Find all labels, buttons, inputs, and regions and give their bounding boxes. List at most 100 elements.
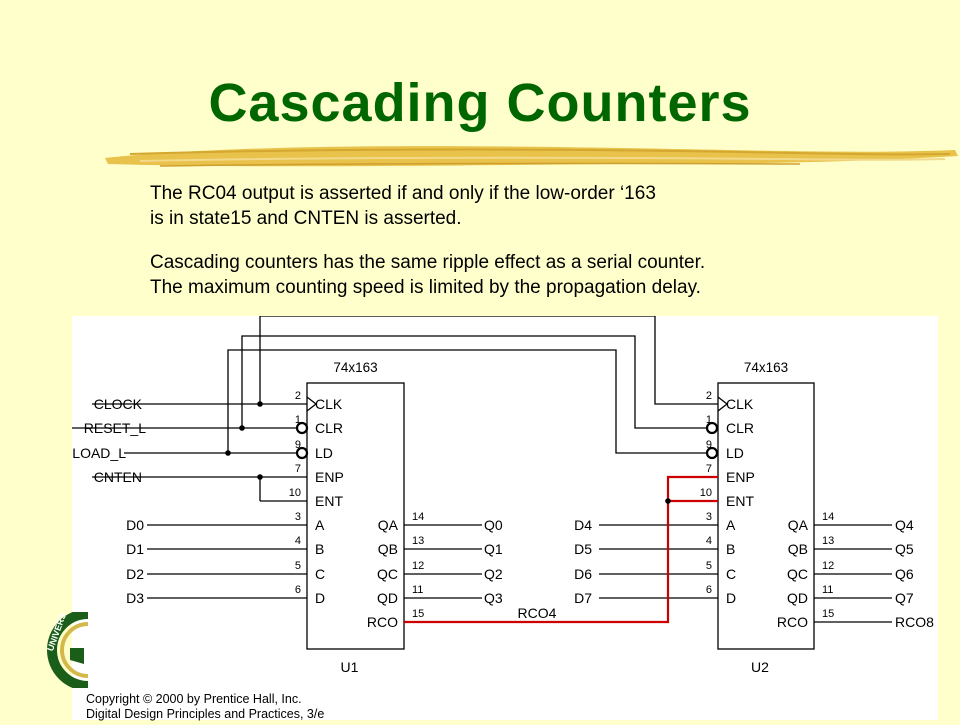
pin-name-u1-d: D	[315, 590, 325, 606]
university-seal-logo: UNIVERS	[45, 612, 88, 688]
pin-num-u1-5: 5	[295, 560, 301, 572]
chip-u2-body	[717, 382, 815, 650]
pin-name-u1-b: B	[315, 541, 324, 557]
pin-num-u2-1: 1	[706, 414, 712, 426]
output-label-q3: Q3	[484, 590, 503, 606]
paragraph-rco-line1: The RC04 output is asserted if and only …	[150, 183, 656, 204]
input-label-cnten: CNTEN	[94, 469, 142, 485]
pin-name-u1-clk: CLK	[315, 396, 343, 412]
pin-name-u1-ent: ENT	[315, 493, 343, 509]
pin-name-u1-qb: QB	[378, 541, 398, 557]
input-label-clock: CLOCK	[94, 396, 143, 412]
data-input-label-d4: D4	[574, 517, 592, 533]
pin-num-u2-3: 3	[706, 511, 712, 523]
pin-num-u2-6: 6	[706, 584, 712, 596]
output-label-q6: Q6	[895, 566, 914, 582]
output-label-q5: Q5	[895, 541, 914, 557]
pin-num-u1-14: 14	[412, 511, 424, 523]
pin-name-u1-ld: LD	[315, 445, 333, 461]
rco4-net-label: RCO4	[518, 605, 557, 621]
output-label-q7: Q7	[895, 590, 914, 606]
pin-num-u1-7: 7	[295, 463, 301, 475]
pin-name-u2-enp: ENP	[726, 469, 755, 485]
pin-name-u2-qd: QD	[787, 590, 808, 606]
pin-num-u1-12: 12	[412, 560, 424, 572]
pin-name-u2-b: B	[726, 541, 735, 557]
data-input-label-d1: D1	[126, 541, 144, 557]
pin-name-u1-qc: QC	[377, 566, 398, 582]
pin-num-u2-14: 14	[822, 511, 834, 523]
seal-lettering: UNIVERS	[45, 612, 68, 652]
chip-ref-u2: U2	[751, 659, 769, 675]
pin-num-u2-5: 5	[706, 560, 712, 572]
data-input-label-d5: D5	[574, 541, 592, 557]
counter-schematic: CLOCKRESET_LLOAD_LCNTEND0D1D2D3D4D5D6D7Q…	[72, 315, 934, 675]
pin-name-u1-qd: QD	[377, 590, 398, 606]
paragraph-ripple-line2: The maximum counting speed is limited by…	[150, 277, 701, 298]
output-label-rco8: RCO8	[895, 614, 934, 630]
pin-num-u1-3: 3	[295, 511, 301, 523]
pin-name-u2-rco: RCO	[777, 614, 808, 630]
data-input-label-d6: D6	[574, 566, 592, 582]
pin-name-u2-qa: QA	[788, 517, 809, 533]
pin-num-u2-7: 7	[706, 463, 712, 475]
pin-name-u1-a: A	[315, 517, 325, 533]
pin-name-u1-c: C	[315, 566, 325, 582]
output-label-q2: Q2	[484, 566, 503, 582]
pin-num-u2-9: 9	[706, 439, 712, 451]
pin-num-u1-1: 1	[295, 414, 301, 426]
pin-num-u2-10: 10	[700, 487, 712, 499]
pin-name-u1-qa: QA	[378, 517, 399, 533]
pin-num-u2-4: 4	[706, 535, 712, 547]
data-input-label-d7: D7	[574, 590, 592, 606]
slide-title: Cascading Counters	[208, 73, 752, 133]
output-label-q4: Q4	[895, 517, 914, 533]
output-label-q0: Q0	[484, 517, 503, 533]
pin-num-u1-10: 10	[289, 487, 301, 499]
pin-name-u2-qb: QB	[788, 541, 808, 557]
data-input-label-d3: D3	[126, 590, 144, 606]
pin-num-u1-4: 4	[295, 535, 301, 547]
pin-num-u2-15: 15	[822, 608, 834, 620]
pin-name-u1-clr: CLR	[315, 420, 343, 436]
rco4-net	[404, 475, 718, 624]
pin-name-u2-a: A	[726, 517, 736, 533]
pin-num-u2-11: 11	[822, 584, 833, 596]
copyright-notice: Copyright © 2000 by Prentice Hall, Inc. …	[86, 692, 324, 722]
pin-num-u1-15: 15	[412, 608, 424, 620]
pin-name-u2-ld: LD	[726, 445, 744, 461]
input-label-reset-l: RESET_L	[84, 420, 146, 436]
title-underline-stroke	[105, 146, 958, 167]
pin-num-u1-9: 9	[295, 439, 301, 451]
output-label-q1: Q1	[484, 541, 503, 557]
paragraph-ripple-line1: Cascading counters has the same ripple e…	[150, 252, 706, 273]
pin-name-u2-clr: CLR	[726, 420, 754, 436]
pin-name-u2-d: D	[726, 590, 736, 606]
pin-num-u1-11: 11	[412, 584, 423, 596]
pin-num-u1-13: 13	[412, 535, 424, 547]
data-input-label-d0: D0	[126, 517, 144, 533]
chip-ref-u1: U1	[341, 659, 359, 675]
pin-num-u2-13: 13	[822, 535, 834, 547]
pin-num-u2-12: 12	[822, 560, 834, 572]
pin-name-u1-rco: RCO	[367, 614, 398, 630]
chip-u1-body	[306, 382, 405, 650]
pin-name-u2-c: C	[726, 566, 736, 582]
chip-type-u1: 74x163	[333, 360, 377, 375]
paragraph-ripple: Cascading counters has the same ripple e…	[150, 250, 705, 300]
chip-type-u2: 74x163	[744, 360, 788, 375]
pin-num-u1-6: 6	[295, 584, 301, 596]
book-title-line: Digital Design Principles and Practices,…	[86, 707, 325, 721]
paragraph-rco-line2: is in state15 and CNTEN is asserted.	[150, 208, 462, 229]
pin-name-u1-enp: ENP	[315, 469, 344, 485]
pin-name-u2-qc: QC	[787, 566, 808, 582]
pin-name-u2-clk: CLK	[726, 396, 754, 412]
pin-num-u2-2: 2	[706, 390, 712, 402]
input-label-load-l: LOAD_L	[72, 445, 126, 461]
pin-name-u2-ent: ENT	[726, 493, 754, 509]
pin-num-u1-2: 2	[295, 390, 301, 402]
data-input-label-d2: D2	[126, 566, 144, 582]
paragraph-rco: The RC04 output is asserted if and only …	[150, 181, 656, 231]
copyright-line: Copyright © 2000 by Prentice Hall, Inc.	[86, 692, 302, 706]
